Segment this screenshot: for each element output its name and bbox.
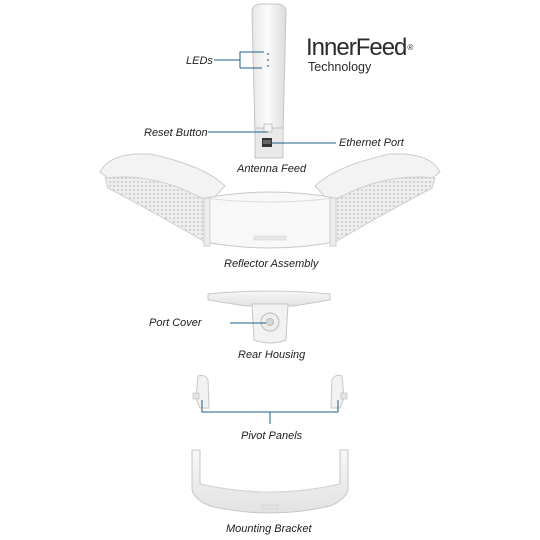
- reflector-assembly-part: [99, 153, 441, 249]
- brand-subtitle: Technology: [308, 60, 372, 74]
- reset-button-label: Reset Button: [144, 127, 208, 139]
- pivot-panels-label: Pivot Panels: [241, 430, 303, 442]
- antenna-feed-part: [251, 3, 287, 159]
- rear-housing-label: Rear Housing: [238, 349, 306, 361]
- mounting-bracket-label: Mounting Bracket: [226, 523, 312, 535]
- antenna-feed-label: Antenna Feed: [237, 163, 307, 175]
- mounting-bracket-part: [191, 449, 349, 514]
- port-cover-label: Port Cover: [149, 317, 202, 329]
- rear-housing-part: [207, 290, 331, 344]
- leds-label: LEDs: [186, 55, 213, 67]
- pivot-panels-part: [192, 375, 348, 409]
- leds-bracket-line: [214, 51, 262, 69]
- callout-lines: [201, 51, 339, 424]
- innerfeed-logo: InnerFeed® Technology: [306, 34, 413, 75]
- brand-name: InnerFeed®: [306, 34, 413, 61]
- ethernet-port-label: Ethernet Port: [339, 137, 404, 149]
- pivot-panels-callout-line: [201, 400, 339, 424]
- reflector-assembly-label: Reflector Assembly: [224, 258, 319, 270]
